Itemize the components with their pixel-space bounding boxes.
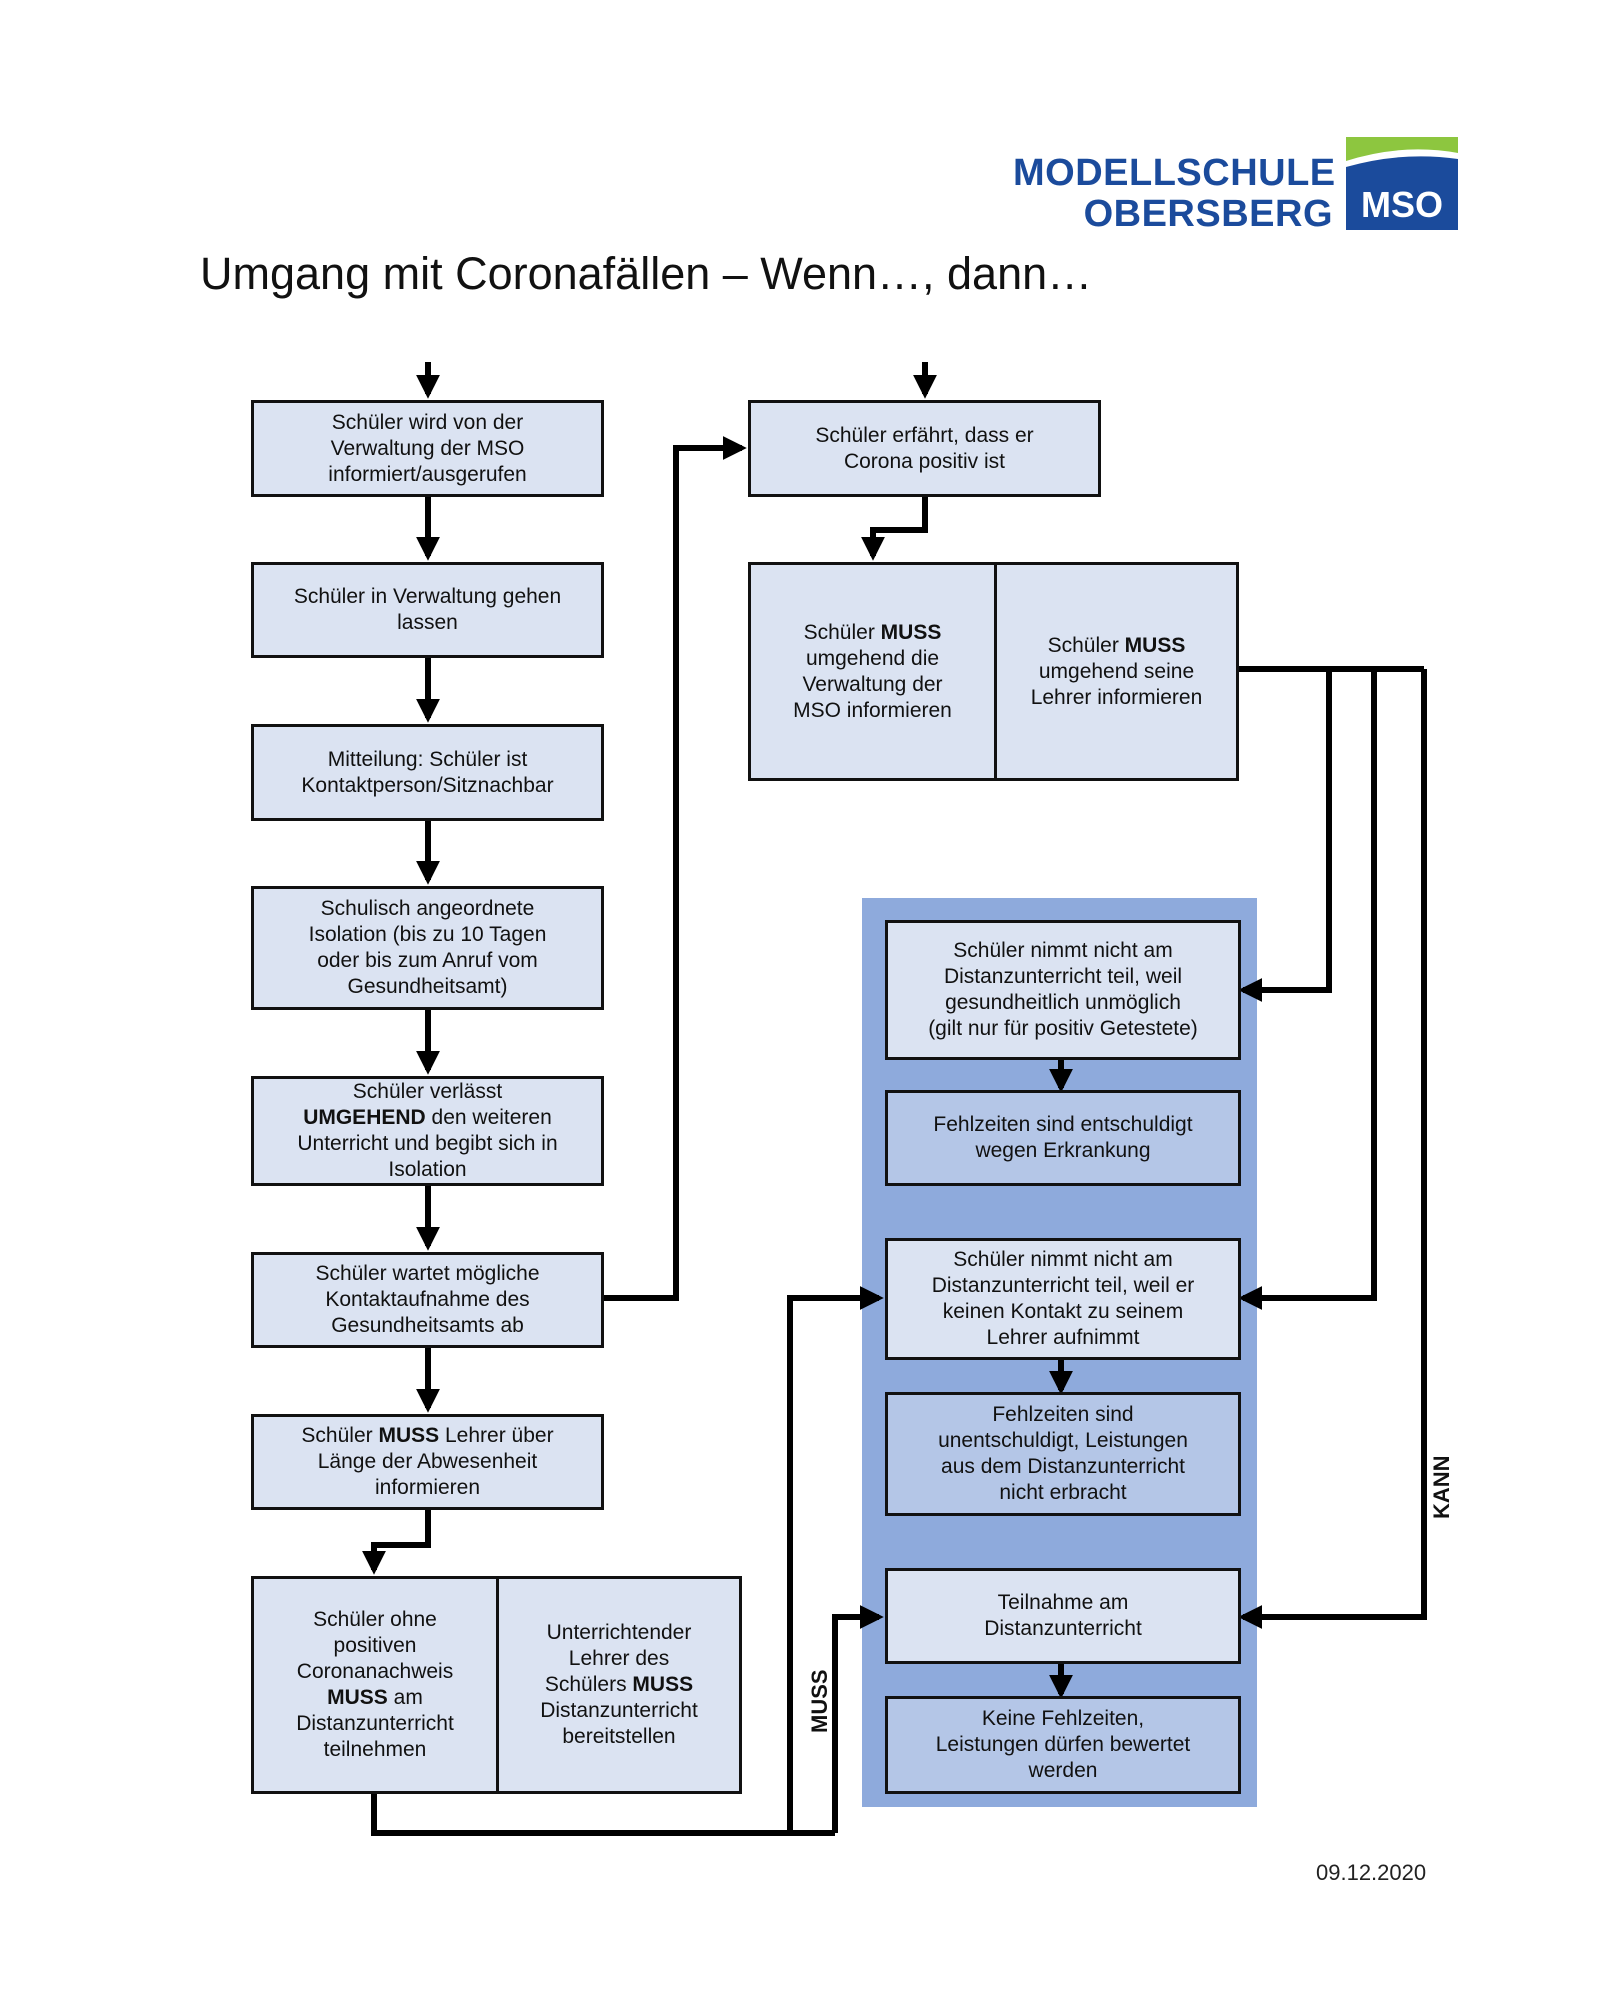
logo-badge-text: MSO	[1361, 184, 1443, 225]
text-part: Schüler ohne positiven Coronanachweis	[296, 1608, 454, 1683]
box-no-attend-health: Schüler nimmt nicht am Distanzunterricht…	[885, 920, 1241, 1060]
text-part: Distanzunterricht bereitstellen	[540, 1699, 698, 1748]
emphasis-text: UMGEHEND	[303, 1106, 426, 1129]
arrow-l7-l8	[362, 1510, 431, 1575]
box-text: Schüler wartet mögliche Kontaktaufnahme …	[315, 1262, 540, 1337]
text-part: umgehend die Verwaltung der MSO informie…	[793, 646, 952, 722]
text-part: Schüler	[301, 1424, 379, 1447]
school-name-logo: MODELLSCHULE OBERSBERG	[1013, 152, 1336, 235]
box-inform-teacher-absence: Schüler MUSS Lehrer über Länge der Abwes…	[251, 1414, 604, 1510]
text-part: den weiteren Unterricht und begibt sich …	[297, 1106, 558, 1181]
box-informed-by-admin: Schüler wird von der Verwaltung der MSO …	[251, 400, 604, 497]
box-school-isolation: Schulisch angeordnete Isolation (bis zu …	[251, 886, 604, 1010]
box-waits-health-office: Schüler wartet mögliche Kontaktaufnahme …	[251, 1252, 604, 1348]
emphasis-text: MUSS	[1124, 633, 1186, 657]
logo-line-2: OBERSBERG	[1083, 193, 1333, 235]
box-text: Schüler MUSS umgehend seine Lehrer infor…	[1031, 633, 1203, 711]
box-text: Keine Fehlzeiten, Leistungen dürfen bewe…	[935, 1707, 1191, 1782]
box-no-absence-graded: Keine Fehlzeiten, Leistungen dürfen bewe…	[885, 1696, 1241, 1794]
arrow-m2b-o3	[1238, 669, 1377, 1310]
text-part: Schüler verlässt	[352, 1080, 503, 1103]
box-absence-unexcused: Fehlzeiten sind unentschuldigt, Leistung…	[885, 1392, 1241, 1516]
arrow-m1-m2	[861, 497, 928, 561]
box-absence-excused: Fehlzeiten sind entschuldigt wegen Erkra…	[885, 1090, 1241, 1186]
box-student-must-attend: Schüler ohne positiven Coronanachweis MU…	[251, 1576, 499, 1794]
box-text: Schüler nimmt nicht am Distanzunterricht…	[928, 939, 1198, 1040]
box-text: Schüler nimmt nicht am Distanzunterricht…	[931, 1248, 1195, 1349]
arrow-m2b-o1	[1238, 669, 1332, 1002]
box-no-attend-no-contact: Schüler nimmt nicht am Distanzunterricht…	[885, 1238, 1241, 1360]
line-l8a-bottom	[371, 1793, 835, 1836]
label-kann: KANN	[1429, 1455, 1454, 1519]
box-text: Fehlzeiten sind entschuldigt wegen Erkra…	[933, 1113, 1193, 1162]
text-part: umgehend seine Lehrer informieren	[1030, 659, 1203, 709]
text-part: Schüler	[1047, 633, 1125, 657]
box-text: Schüler MUSS umgehend die Verwaltung der…	[793, 620, 952, 724]
text-part: Schüler	[803, 620, 881, 644]
box-text: Unterrichtender Lehrer des Schülers MUSS…	[540, 1620, 698, 1750]
emphasis-text: MUSS	[880, 620, 942, 644]
logo-line-1: MODELLSCHULE	[1013, 152, 1336, 194]
box-let-student-go: Schüler in Verwaltung gehen lassen	[251, 562, 604, 658]
box-attend-distance: Teilnahme am Distanzunterricht	[885, 1568, 1241, 1664]
box-text: Schüler erfährt, dass er Corona positiv …	[815, 423, 1034, 473]
box-teacher-must-provide: Unterrichtender Lehrer des Schülers MUSS…	[496, 1576, 742, 1794]
text-part: Lehrer über Länge der Abwesenheit inform…	[317, 1424, 554, 1499]
box-text: Fehlzeiten sind unentschuldigt, Leistung…	[938, 1403, 1188, 1504]
box-text: Schulisch angeordnete Isolation (bis zu …	[308, 897, 547, 998]
box-text: Schüler verlässt UMGEHEND den weiteren U…	[297, 1079, 557, 1183]
box-contact-person: Mitteilung: Schüler ist Kontaktperson/Si…	[251, 724, 604, 821]
mso-logo-icon: MSO	[1346, 137, 1458, 230]
arrow-m2b-o5	[1238, 669, 1427, 1629]
page-title: Umgang mit Coronafällen – Wenn…, dann…	[200, 248, 1093, 299]
arrow-bottom-o3	[787, 1286, 884, 1833]
box-leaves-immediately: Schüler verlässt UMGEHEND den weiteren U…	[251, 1076, 604, 1186]
box-must-inform-teachers: Schüler MUSS umgehend seine Lehrer infor…	[994, 562, 1239, 781]
emphasis-text: MUSS	[378, 1424, 440, 1447]
emphasis-text: MUSS	[327, 1686, 388, 1709]
emphasis-text: MUSS	[632, 1673, 694, 1696]
box-text: Schüler in Verwaltung gehen lassen	[293, 585, 562, 634]
arrow-bottom-o5	[832, 1605, 884, 1833]
box-text: Schüler ohne positiven Coronanachweis MU…	[296, 1607, 454, 1763]
text-part: Unterrichtender Lehrer des Schülers	[544, 1621, 692, 1696]
arrow-l6-m1	[603, 436, 747, 1301]
box-text: Mitteilung: Schüler ist Kontaktperson/Si…	[301, 747, 554, 797]
box-tested-positive: Schüler erfährt, dass er Corona positiv …	[748, 400, 1101, 497]
box-must-inform-admin: Schüler MUSS umgehend die Verwaltung der…	[748, 562, 997, 781]
label-muss: MUSS	[807, 1669, 832, 1733]
box-text: Schüler MUSS Lehrer über Länge der Abwes…	[301, 1423, 553, 1501]
box-text: Schüler wird von der Verwaltung der MSO …	[328, 410, 527, 486]
text-part: am Distanzunterricht teilnehmen	[296, 1686, 454, 1761]
box-text: Teilnahme am Distanzunterricht	[984, 1591, 1142, 1640]
document-date: 09.12.2020	[1316, 1860, 1427, 1885]
